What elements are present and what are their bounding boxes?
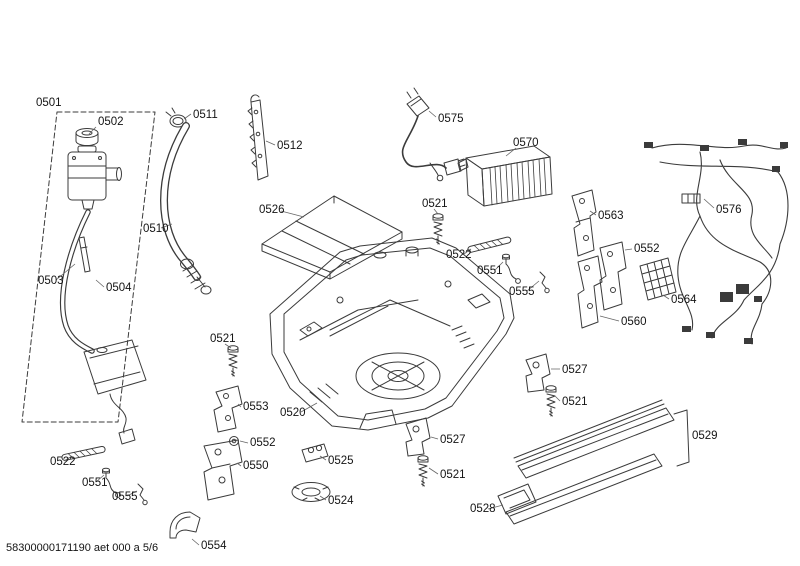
part-label-0521-top: 0521 bbox=[422, 198, 448, 210]
document-code: 58300000171190 aet 000 a 5/6 bbox=[6, 542, 158, 554]
part-label-0503: 0503 bbox=[38, 275, 64, 287]
part-label-0555-bottom: 0555 bbox=[112, 491, 138, 503]
part-label-0521-left: 0521 bbox=[210, 333, 236, 345]
inlet-cap-drawing bbox=[75, 128, 99, 146]
part-label-0504: 0504 bbox=[106, 282, 132, 294]
supply-hose-aquastop-drawing bbox=[59, 209, 147, 445]
part-label-0526: 0526 bbox=[259, 204, 285, 216]
rod-0522-top bbox=[466, 235, 512, 254]
bracket-0560-drawing bbox=[577, 255, 603, 329]
part-label-0524: 0524 bbox=[328, 495, 354, 507]
part-label-0521-center: 0521 bbox=[440, 469, 466, 481]
part-label-0554: 0554 bbox=[201, 540, 227, 552]
earth-wire-0551-top bbox=[502, 253, 521, 284]
clip-0555-bottom bbox=[137, 483, 148, 506]
part-label-0576: 0576 bbox=[716, 204, 742, 216]
part-label-0563: 0563 bbox=[598, 210, 624, 222]
part-label-0527-center: 0527 bbox=[440, 434, 466, 446]
bracket-0552-right-drawing bbox=[599, 241, 627, 311]
harness-connectors bbox=[644, 139, 788, 344]
part-label-0551-bottom: 0551 bbox=[82, 477, 108, 489]
drain-hose-drawing bbox=[160, 122, 212, 295]
switch-0525-drawing bbox=[301, 443, 329, 463]
base-assembly-drawing bbox=[269, 237, 515, 431]
part-label-0528: 0528 bbox=[470, 503, 496, 515]
tube-0503-drawing bbox=[78, 236, 91, 273]
foot-0527-right-drawing bbox=[525, 353, 551, 393]
part-label-0521-right: 0521 bbox=[562, 396, 588, 408]
callout-bracket-0529 bbox=[673, 409, 690, 467]
terminal-block-0564-drawing bbox=[639, 257, 677, 301]
part-label-0575: 0575 bbox=[438, 113, 464, 125]
leader-lines bbox=[55, 110, 715, 546]
part-label-0570: 0570 bbox=[513, 137, 539, 149]
bracket-0550-drawing bbox=[203, 439, 243, 501]
screw-0521-left bbox=[227, 345, 239, 377]
part-label-0529: 0529 bbox=[692, 430, 718, 442]
bracket-0563-drawing bbox=[571, 189, 597, 257]
rail-0528-drawing bbox=[497, 453, 663, 525]
part-label-0502: 0502 bbox=[98, 116, 124, 128]
rail-0529-drawing bbox=[513, 399, 675, 479]
part-label-0522-bottom: 0522 bbox=[50, 456, 76, 468]
callout-labels: 0501 0502 0511 0512 0575 0570 0576 0526 … bbox=[36, 97, 742, 552]
part-label-0522-top: 0522 bbox=[446, 249, 472, 261]
part-label-0550: 0550 bbox=[243, 460, 269, 472]
part-label-0564: 0564 bbox=[671, 294, 697, 306]
part-label-0527-right: 0527 bbox=[562, 364, 588, 376]
inlet-valve-drawing bbox=[67, 145, 122, 210]
screw-0521-center bbox=[417, 455, 429, 487]
part-label-0551-top: 0551 bbox=[477, 265, 503, 277]
bracket-0553-drawing bbox=[213, 385, 243, 433]
part-label-0555-top: 0555 bbox=[509, 286, 535, 298]
disc-0524-drawing bbox=[291, 482, 331, 502]
part-label-0511: 0511 bbox=[193, 109, 218, 121]
hose-clamp-drawing bbox=[165, 107, 187, 128]
power-cord-drawing bbox=[401, 87, 466, 182]
part-label-0525: 0525 bbox=[328, 455, 354, 467]
cable-harness-drawing bbox=[644, 139, 789, 345]
part-label-0552-left: 0552 bbox=[250, 437, 276, 449]
fixing-strip-drawing bbox=[247, 94, 269, 181]
control-module-drawing bbox=[457, 145, 553, 207]
foot-0527-center-drawing bbox=[405, 417, 431, 457]
part-label-0553: 0553 bbox=[243, 401, 269, 413]
bracket-0554-drawing bbox=[169, 511, 201, 539]
part-label-0560: 0560 bbox=[621, 316, 647, 328]
part-label-0520: 0520 bbox=[280, 407, 306, 419]
inlet-assembly-boundary bbox=[21, 111, 156, 423]
clip-0555-top bbox=[539, 271, 550, 294]
part-label-0552-right: 0552 bbox=[634, 243, 660, 255]
screw-0521-right bbox=[545, 385, 557, 417]
part-label-0512: 0512 bbox=[277, 140, 303, 152]
part-label-0501: 0501 bbox=[36, 97, 62, 109]
part-label-0510: 0510 bbox=[143, 223, 169, 235]
